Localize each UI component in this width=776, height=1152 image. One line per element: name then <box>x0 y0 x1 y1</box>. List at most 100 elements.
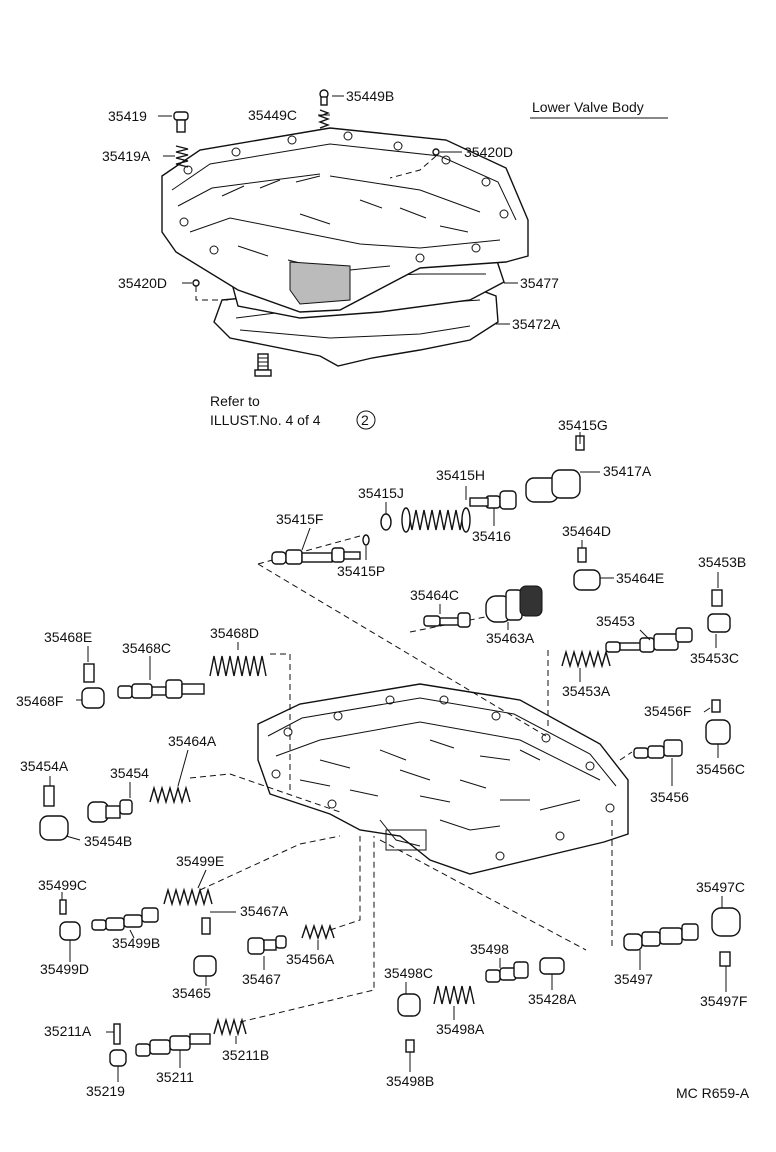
part-35499C-icon <box>59 899 67 915</box>
upper-valve-body <box>161 127 529 377</box>
part-35467A-icon <box>201 917 211 935</box>
part-35499D-icon <box>59 921 81 941</box>
part-35453C-icon <box>707 613 731 633</box>
part-35468D-spring-icon <box>209 655 267 677</box>
label-35499E: 35499E <box>176 853 224 869</box>
label-35468F: 35468F <box>16 693 63 709</box>
label-35464A: 35464A <box>168 733 217 749</box>
label-35456C: 35456C <box>696 761 745 777</box>
label-35497C: 35497C <box>696 879 745 895</box>
part-35456A-spring-icon <box>301 923 335 941</box>
part-35416-icon <box>469 490 517 510</box>
part-35415H-spring-icon <box>403 509 469 531</box>
part-35464D-icon <box>577 547 587 563</box>
part-35417A-icon <box>525 469 581 503</box>
label-35420D-top: 35420D <box>464 144 513 160</box>
part-35419A-spring-icon <box>175 145 189 168</box>
label-35456: 35456 <box>650 789 689 805</box>
label-35415H: 35415H <box>436 467 485 483</box>
part-35211B-spring-icon <box>213 1017 247 1037</box>
label-35417A: 35417A <box>603 463 652 479</box>
part-35453-icon <box>605 627 693 653</box>
part-35464C-icon <box>423 612 471 628</box>
refer-circled-number: 2 <box>361 412 369 428</box>
part-35498-icon <box>485 961 529 983</box>
label-35467: 35467 <box>242 971 281 987</box>
part-35464A-spring-icon <box>149 785 191 805</box>
label-35498: 35498 <box>470 941 509 957</box>
label-35472A: 35472A <box>512 316 561 332</box>
label-35453C: 35453C <box>690 650 739 666</box>
label-35211B: 35211B <box>222 1047 269 1063</box>
part-35468C-icon <box>117 679 205 699</box>
label-35499B: 35499B <box>112 935 160 951</box>
label-35415F: 35415F <box>276 511 323 527</box>
label-35477: 35477 <box>520 275 559 291</box>
part-35420D-top-icon <box>432 148 440 156</box>
part-35498C-icon <box>397 993 421 1017</box>
part-35428A-icon <box>539 957 565 975</box>
part-35454-icon <box>87 799 133 823</box>
label-35498B: 35498B <box>386 1073 434 1089</box>
label-35453A: 35453A <box>562 683 611 699</box>
label-35419: 35419 <box>108 108 147 124</box>
part-35219-icon <box>109 1049 127 1067</box>
label-35415J: 35415J <box>358 485 404 501</box>
part-35456C-icon <box>705 719 731 745</box>
label-35419A: 35419A <box>102 148 151 164</box>
part-35468F-icon <box>81 687 105 709</box>
label-35464D: 35464D <box>562 523 611 539</box>
label-35420D-left: 35420D <box>118 275 167 291</box>
label-35454A: 35454A <box>20 758 69 774</box>
label-35415P: 35415P <box>337 563 385 579</box>
label-35454B: 35454B <box>84 833 132 849</box>
part-35415F-icon <box>271 547 361 565</box>
part-35464E-icon <box>573 569 601 591</box>
part-35497-icon <box>623 923 699 951</box>
part-35499B-icon <box>91 907 159 931</box>
label-35453B: 35453B <box>698 554 746 570</box>
part-35453A-spring-icon <box>561 649 611 669</box>
part-35497C-icon <box>711 907 741 937</box>
label-35499D: 35499D <box>40 961 89 977</box>
refer-line2: ILLUST.No. 4 of 4 <box>210 412 321 428</box>
part-35465-icon <box>193 955 217 977</box>
refer-line1: Refer to <box>210 393 260 409</box>
part-35453B-icon <box>711 589 723 607</box>
label-35464E: 35464E <box>616 570 664 586</box>
label-35468D: 35468D <box>210 625 259 641</box>
part-35497F-icon <box>719 951 731 967</box>
part-35499E-spring-icon <box>163 887 213 907</box>
part-35449C-spring-icon <box>318 109 330 129</box>
diagram-title: Lower Valve Body <box>532 99 644 115</box>
part-35456F-icon <box>711 699 721 713</box>
part-35467-icon <box>247 935 287 955</box>
label-35219: 35219 <box>86 1083 125 1099</box>
label-35211: 35211 <box>156 1069 194 1085</box>
label-35449C: 35449C <box>248 107 297 123</box>
part-35498A-spring-icon <box>433 985 475 1005</box>
part-35415J-icon <box>380 513 392 531</box>
label-35464C: 35464C <box>410 587 459 603</box>
label-35428A: 35428A <box>528 991 577 1007</box>
label-35456F: 35456F <box>644 703 691 719</box>
part-35211-icon <box>135 1033 211 1057</box>
label-35498A: 35498A <box>436 1021 485 1037</box>
lower-valve-body <box>257 683 629 875</box>
part-35454A-icon <box>43 785 55 807</box>
label-35467A: 35467A <box>240 903 289 919</box>
part-35463A-icon <box>485 585 543 623</box>
part-35415P-icon <box>362 534 370 546</box>
label-35454: 35454 <box>110 765 149 781</box>
part-35211A-icon <box>113 1023 121 1045</box>
label-35211A: 35211A <box>44 1023 92 1039</box>
part-35468E-icon <box>83 663 95 683</box>
label-35463A: 35463A <box>486 630 535 646</box>
part-35498B-icon <box>405 1039 415 1053</box>
label-35453: 35453 <box>596 613 635 629</box>
part-35454B-icon <box>39 815 69 841</box>
label-35456A: 35456A <box>286 951 335 967</box>
label-35468C: 35468C <box>122 640 171 656</box>
